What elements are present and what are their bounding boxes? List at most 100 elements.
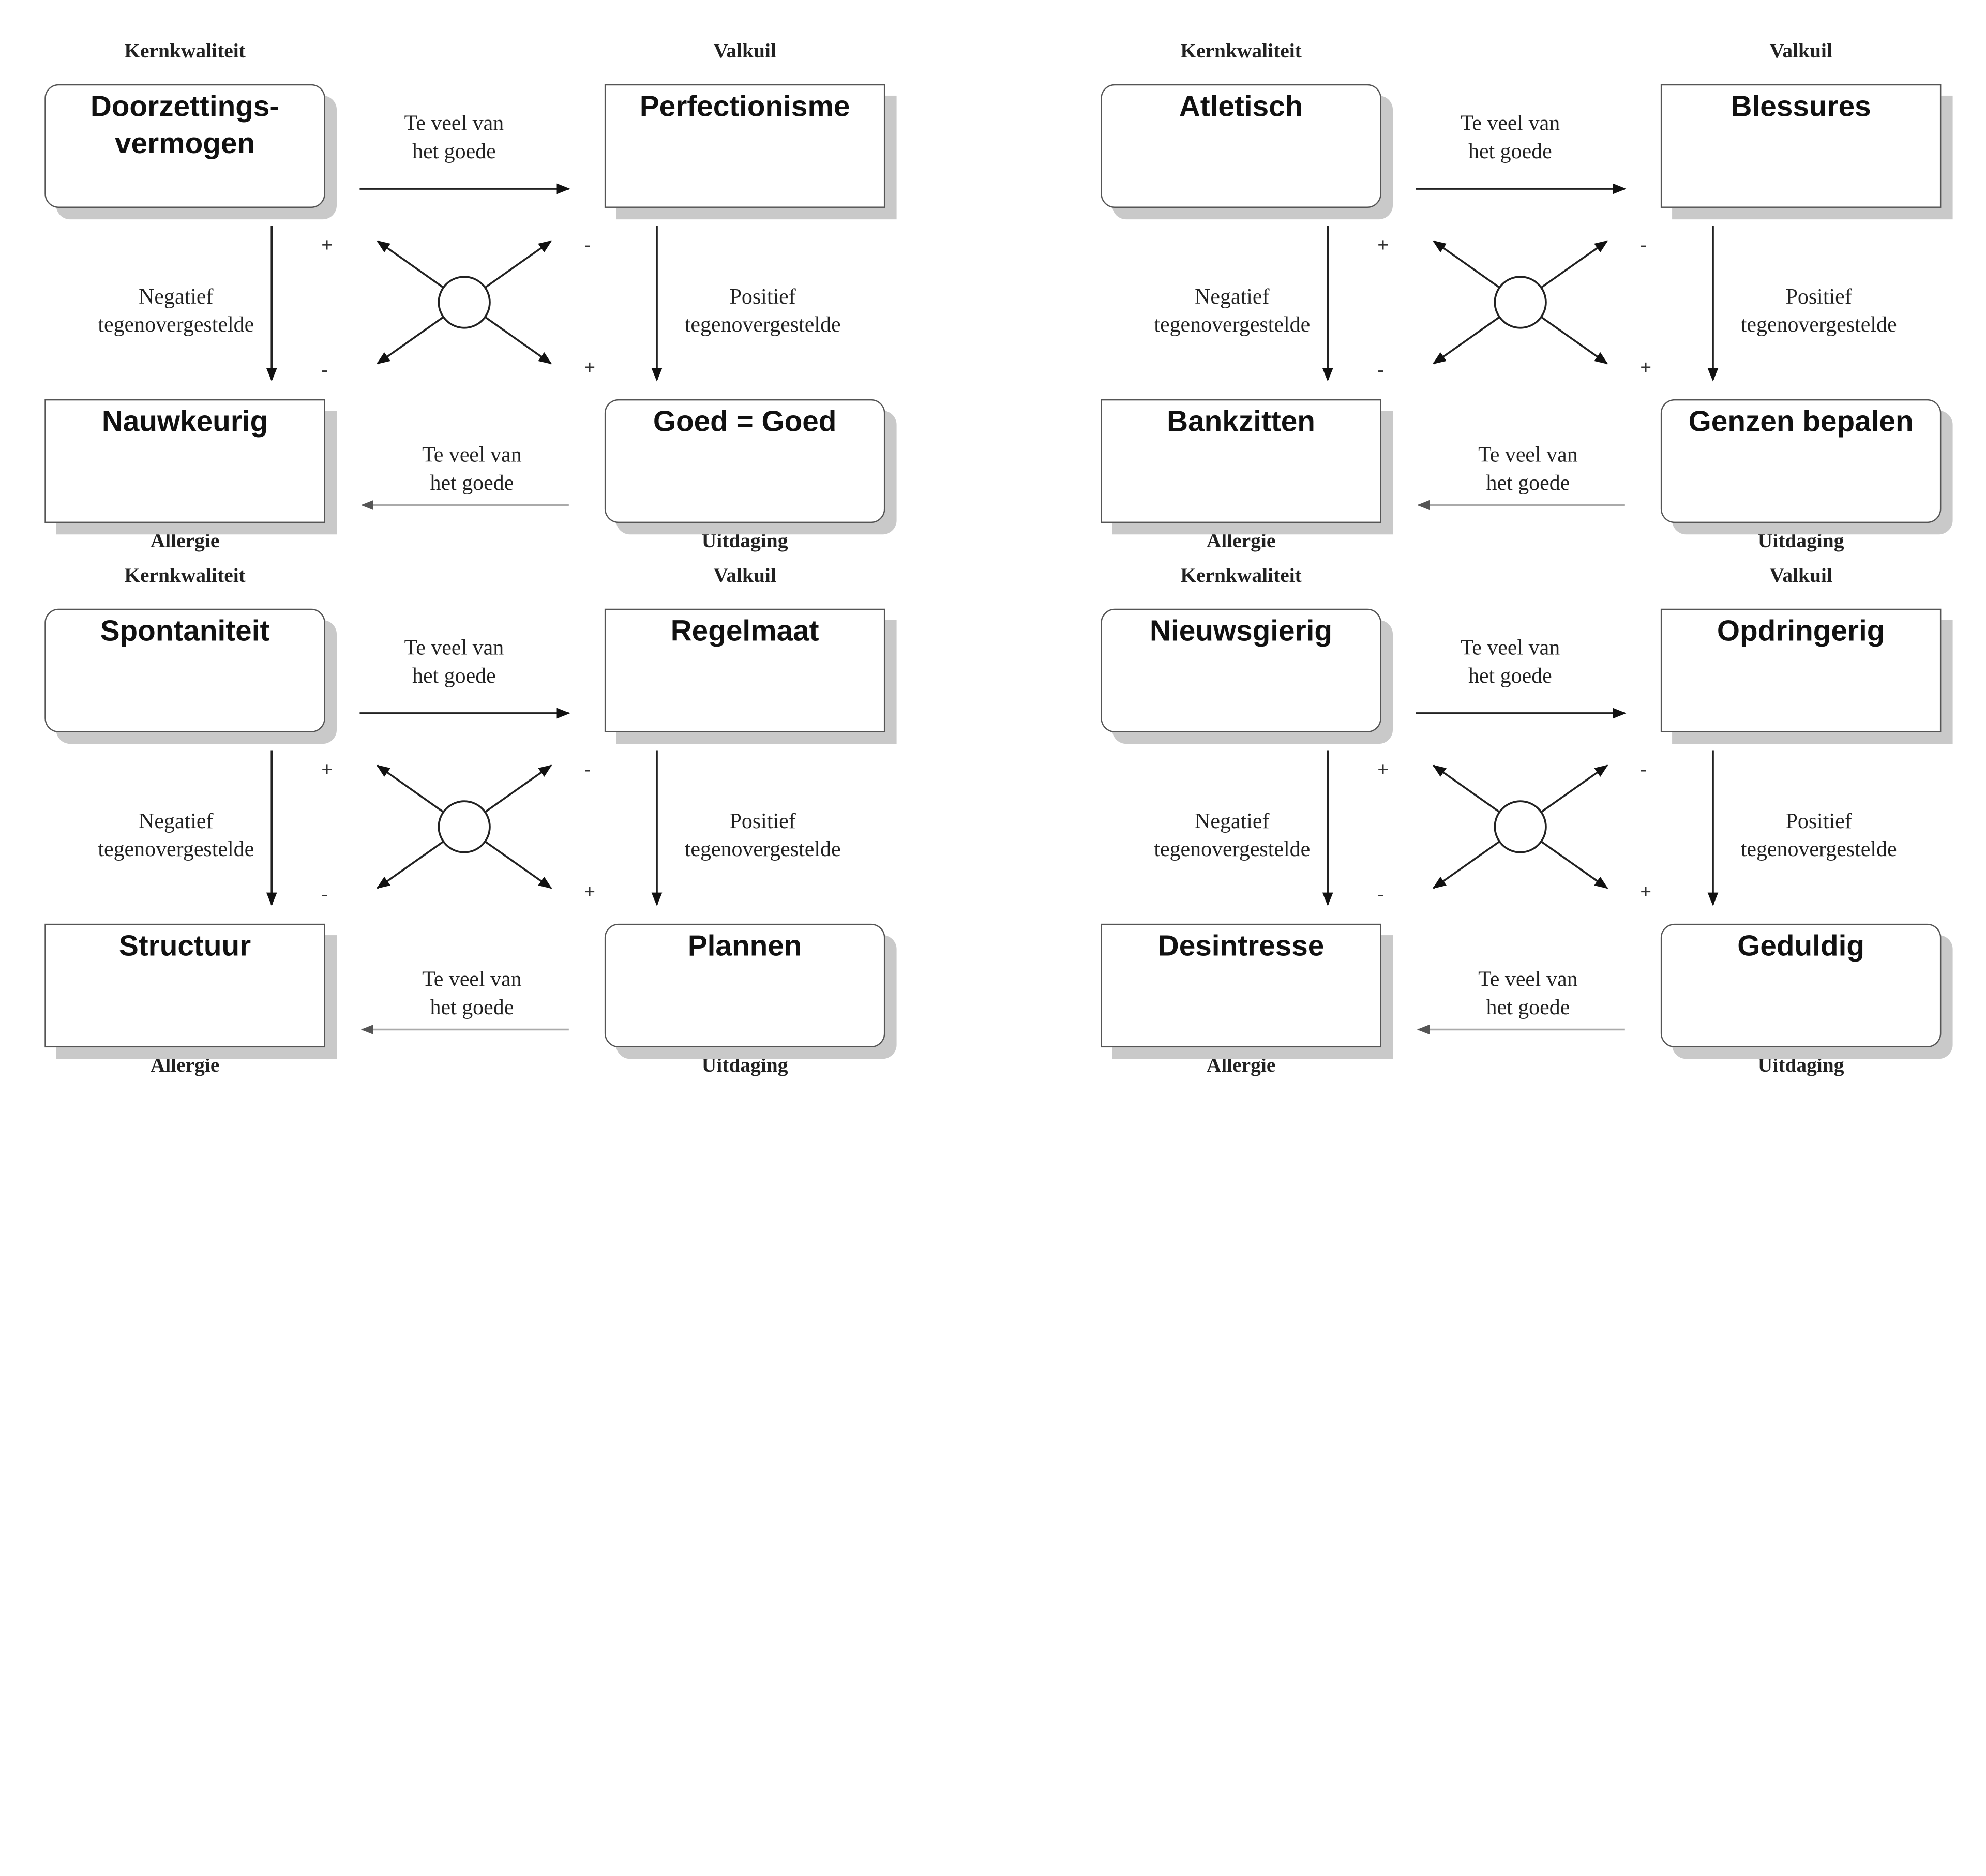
negatief-label-line2: tegenovergestelde (1154, 312, 1311, 337)
minus-sign: - (321, 359, 328, 382)
valkuil-text: Regelmaat (670, 613, 819, 647)
te-veel-top-label-line2: het goede (412, 139, 496, 163)
allergie-text: Structuur (118, 928, 251, 962)
valkuil-box: Opdringerig (1660, 608, 1942, 732)
uitdaging-text: Goed = Goed (653, 404, 837, 438)
allergie-header: Allergie (1206, 1055, 1276, 1077)
te-veel-top-label-line1: Te veel van (404, 635, 504, 659)
plus-sign: + (584, 357, 596, 379)
allergie-box: Nauwkeurig (44, 399, 325, 523)
kernkwaliteit-text-line1: Nieuwsgierig (1149, 613, 1332, 647)
allergie-text: Nauwkeurig (101, 404, 268, 438)
relation-arrows (1322, 708, 1719, 1034)
kernkwaliteit-text-line1: Doorzettings- (90, 89, 280, 123)
minus-sign: - (1640, 759, 1647, 781)
te-veel-bottom-label-line1: Te veel van (1478, 442, 1578, 467)
uitdaging-header: Uitdaging (701, 530, 788, 552)
te-veel-top-label: Te veel van het goede (378, 110, 531, 166)
uitdaging-header: Uitdaging (1757, 530, 1844, 552)
kernkwaliteit-box: Doorzettings-vermogen (44, 84, 325, 208)
te-veel-bottom-label-line1: Te veel van (1478, 967, 1578, 992)
negatief-label-line1: Negatief (1194, 808, 1270, 833)
allergie-box: Structuur (44, 923, 325, 1047)
positief-label: Positief tegenovergestelde (660, 807, 865, 864)
valkuil-text: Opdringerig (1717, 613, 1885, 647)
negatief-label: Negatief tegenovergestelde (1130, 807, 1334, 864)
minus-sign: - (1640, 234, 1647, 257)
allergie-box: Desintresse (1101, 923, 1381, 1047)
kernkwaliteit-header: Kernkwaliteit (124, 40, 246, 63)
te-veel-top-label: Te veel van het goede (1434, 634, 1587, 691)
allergie-header: Allergie (150, 1055, 220, 1077)
minus-sign: - (584, 234, 591, 257)
positief-label-line1: Positief (729, 284, 796, 309)
kernkwaliteit-header: Kernkwaliteit (124, 565, 246, 587)
negatief-label-line1: Negatief (139, 284, 214, 309)
te-veel-top-label-line2: het goede (1468, 663, 1552, 688)
te-veel-bottom-label: Te veel van het goede (1451, 441, 1604, 498)
negatief-label-line2: tegenovergestelde (1154, 836, 1311, 861)
te-veel-bottom-label-line2: het goede (430, 995, 514, 1019)
negatief-label-line1: Negatief (1194, 284, 1270, 309)
valkuil-text: Perfectionisme (639, 89, 850, 123)
uitdaging-box: Geduldig (1660, 923, 1942, 1047)
te-veel-top-label-line1: Te veel van (1460, 635, 1560, 659)
uitdaging-box: Genzen bepalen (1660, 399, 1942, 523)
valkuil-text: Blessures (1731, 89, 1871, 123)
negatief-label-line2: tegenovergestelde (98, 312, 254, 337)
te-veel-bottom-label-line2: het goede (430, 470, 514, 495)
kernkwaliteit-box: Spontaniteit (44, 608, 325, 732)
relation-arrows (266, 708, 663, 1034)
te-veel-top-label-line1: Te veel van (404, 111, 504, 136)
plus-sign: + (1377, 234, 1389, 257)
kernkwaliteit-header: Kernkwaliteit (1180, 40, 1302, 63)
valkuil-header: Valkuil (1769, 40, 1832, 63)
center-circle (1494, 276, 1547, 329)
kernkwaliteit-header: Kernkwaliteit (1180, 565, 1302, 587)
uitdaging-box: Plannen (604, 923, 885, 1047)
allergie-text: Bankzitten (1167, 404, 1315, 438)
plus-sign: + (321, 234, 333, 257)
valkuil-box: Perfectionisme (604, 84, 885, 208)
uitdaging-header: Uitdaging (701, 1055, 788, 1077)
valkuil-header: Valkuil (713, 40, 776, 63)
positief-label-line2: tegenovergestelde (684, 836, 841, 861)
te-veel-bottom-label-line1: Te veel van (422, 442, 522, 467)
positief-label-line1: Positief (1785, 808, 1852, 833)
relation-arrows (1322, 183, 1719, 511)
plus-sign: + (321, 759, 333, 781)
minus-sign: - (321, 883, 328, 906)
te-veel-bottom-label: Te veel van het goede (395, 441, 548, 498)
uitdaging-text: Plannen (687, 928, 802, 962)
positief-label-line2: tegenovergestelde (684, 312, 841, 337)
valkuil-header: Valkuil (713, 565, 776, 587)
valkuil-box: Blessures (1660, 84, 1942, 208)
positief-label-line1: Positief (729, 808, 796, 833)
center-circle (1494, 800, 1547, 853)
negatief-label: Negatief tegenovergestelde (1130, 283, 1334, 339)
minus-sign: - (1377, 359, 1384, 382)
allergie-header: Allergie (150, 530, 220, 552)
kernkwaliteit-text-line1: Atletisch (1179, 89, 1303, 123)
plus-sign: + (1377, 759, 1389, 781)
te-veel-top-label-line1: Te veel van (1460, 111, 1560, 136)
valkuil-header: Valkuil (1769, 565, 1832, 587)
center-circle (438, 800, 491, 853)
te-veel-bottom-label-line2: het goede (1486, 470, 1570, 495)
kernkwaliteit-text-line2: vermogen (115, 126, 255, 160)
positief-label: Positief tegenovergestelde (660, 283, 865, 339)
minus-sign: - (1377, 883, 1384, 906)
relation-arrows (266, 183, 663, 511)
kernkwaliteit-box: Atletisch (1101, 84, 1381, 208)
positief-label-line2: tegenovergestelde (1740, 312, 1897, 337)
